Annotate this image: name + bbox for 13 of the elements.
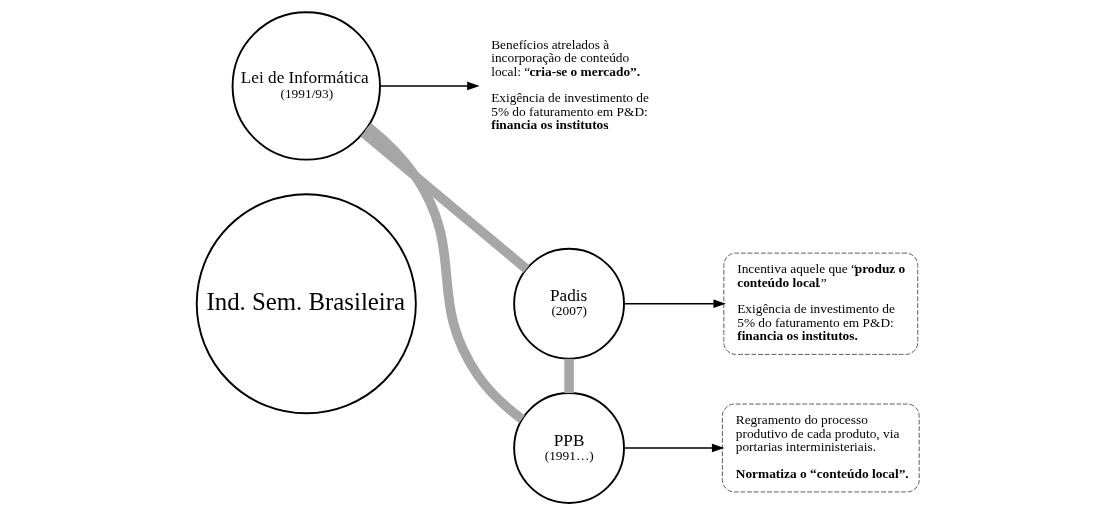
connector: [365, 122, 525, 423]
connector: [564, 358, 574, 394]
arrow: [623, 299, 726, 309]
arrow: [379, 81, 480, 91]
connector: [360, 129, 530, 273]
node-circle: Ind. Sem. Brasileira: [195, 193, 417, 415]
node-circle: PPB (1991…): [513, 392, 625, 504]
arrow: [623, 443, 725, 453]
node-box: Incentiva aquele que “produz o conteúdo local.” Exigência de investimento de 5% do faturamento em P&D: financia os institutos.: [723, 252, 919, 355]
node-box: Regramento do processo produtivo de cada produto, via portarias interministeriais. Normatiza o “conteúdo local”.: [721, 403, 920, 493]
node-circle: Lei de Informática (1991/93): [231, 11, 381, 161]
node-circle: Padis (2007): [513, 247, 625, 360]
node-text: Benefícios atrelados à incorporação de conteúdo local: “cria-se o mercado”. Exigência de investimento de 5% do faturamento em P&D: financia os institutos.: [491, 36, 649, 133]
